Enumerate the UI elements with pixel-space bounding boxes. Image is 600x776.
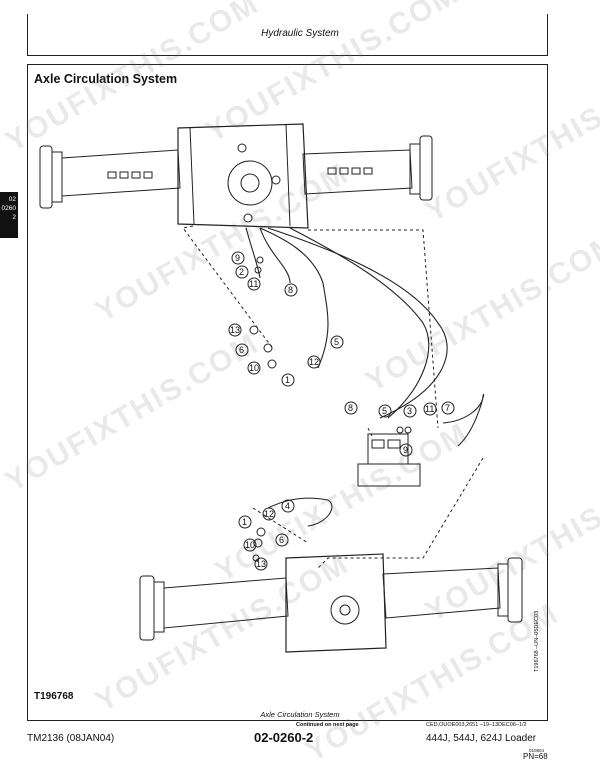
callout: 9 (403, 445, 408, 455)
footer-page-number: 02-0260-2 (254, 730, 314, 745)
callout: 6 (279, 535, 284, 545)
callout: 8 (288, 285, 293, 295)
callouts-lower: 4 1 12 10 6 13 (238, 499, 295, 571)
callout: 7 (445, 403, 450, 413)
page-header-title: Hydraulic System (261, 28, 339, 39)
lower-fittings (252, 497, 333, 562)
figure-caption: Axle Circulation System (260, 710, 340, 719)
callout: 12 (309, 357, 319, 367)
callout: 1 (242, 517, 247, 527)
valve-block (357, 426, 421, 487)
hoses (245, 227, 485, 447)
callout: 12 (264, 509, 274, 519)
lower-axle (139, 553, 523, 653)
upper-axle (39, 123, 433, 229)
callout: 10 (245, 540, 255, 550)
leader-lines (182, 225, 484, 569)
footer-pn: PN=68 (523, 752, 548, 761)
callout: 1 (285, 375, 290, 385)
callouts-valve: 8 5 3 11 7 9 (344, 401, 455, 457)
callout: 2 (239, 267, 244, 277)
callout: 8 (348, 403, 353, 413)
footer-manual: TM2136 (08JAN04) (27, 733, 115, 744)
section-tab-line2: 0260 (1, 205, 16, 212)
callouts-upper: 9 2 11 8 13 6 10 1 12 5 (228, 251, 344, 387)
section-tab: 02 0260 2 (0, 192, 18, 238)
section-title: Axle Circulation System (34, 72, 178, 86)
ced-reference: CED,OUOE003,2651 –19–13DEC06–1/2 (426, 722, 527, 728)
footer-small-code: 010804 (529, 748, 545, 753)
callout: 3 (407, 406, 412, 416)
upper-fittings (249, 256, 277, 369)
section-tab-line3: 2 (12, 214, 16, 221)
callout: 4 (285, 501, 290, 511)
callout: 6 (239, 345, 244, 355)
callout: 10 (249, 363, 259, 373)
axle-circulation-diagram: 9 2 11 8 13 6 10 1 12 5 8 5 3 11 7 9 4 1… (39, 123, 523, 653)
section-tab-line1: 02 (8, 196, 16, 203)
footer-model: 444J, 544J, 624J Loader (426, 733, 537, 744)
header-frame (27, 14, 548, 56)
callout: 11 (425, 404, 434, 414)
figure-vertical-ref: T196768 –UN–05DEC03 (534, 610, 540, 672)
callout: 9 (235, 253, 240, 263)
callout: 5 (382, 406, 387, 416)
continued-note: Continued on next page (296, 722, 359, 728)
callout: 13 (230, 325, 240, 335)
callout: 5 (334, 337, 339, 347)
content-frame (27, 64, 548, 721)
callout: 13 (256, 559, 266, 569)
figure-id: T196768 (34, 691, 74, 702)
callout: 11 (249, 279, 258, 289)
